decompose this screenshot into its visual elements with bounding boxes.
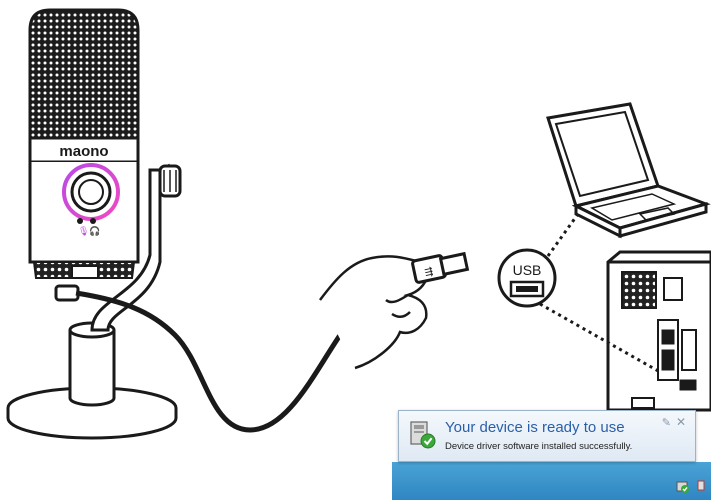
usb-label: USB	[513, 262, 542, 278]
taskbar	[392, 462, 711, 500]
notification-body: Device driver software installed success…	[445, 441, 632, 452]
close-icon[interactable]: ✕	[676, 415, 686, 429]
mic-brand-logo: maono	[59, 143, 108, 160]
device-ready-notification[interactable]: Your device is ready to use Device drive…	[398, 410, 696, 462]
usb-plug: ⇶	[412, 254, 467, 283]
usb-port-badge: USB	[499, 250, 555, 306]
pin-icon[interactable]: ✎	[662, 416, 671, 429]
svg-text:🎙: 🎙	[78, 226, 89, 237]
hand-icon	[320, 256, 428, 368]
laptop-icon	[548, 104, 706, 236]
tray-device-icon[interactable]	[676, 479, 690, 493]
svg-text:🎧: 🎧	[89, 225, 100, 237]
notification-title: Your device is ready to use	[445, 419, 625, 436]
dotted-connector-laptop	[548, 214, 578, 256]
device-driver-icon	[409, 420, 437, 450]
desktop-tower-icon	[608, 252, 711, 410]
tray-flag-icon[interactable]	[696, 479, 706, 493]
